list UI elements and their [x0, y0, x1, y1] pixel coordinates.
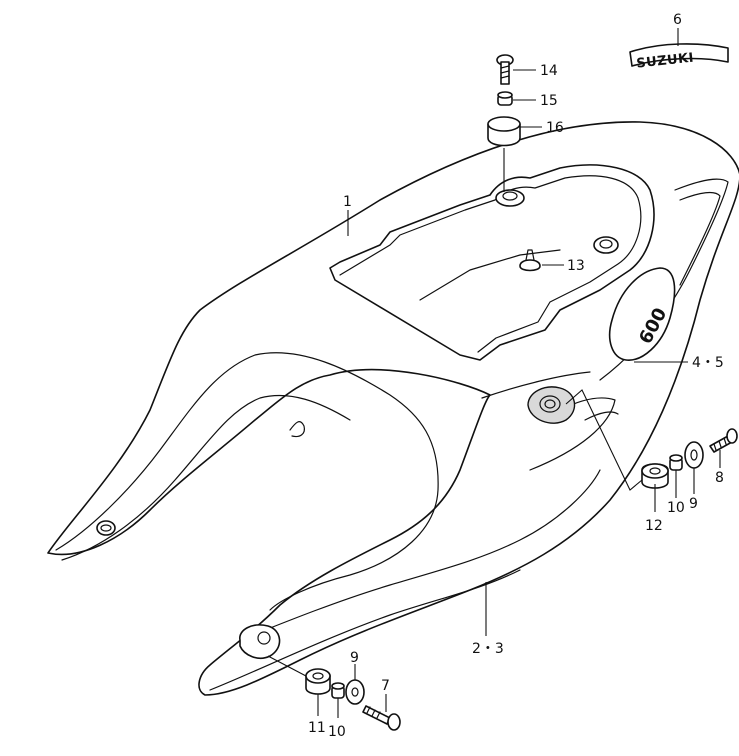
callout-1: 1 — [343, 194, 352, 210]
grommet-12 — [641, 463, 669, 489]
washer-9-right — [684, 441, 704, 469]
collar-10-right — [669, 454, 683, 471]
callout-10-right: 10 — [667, 500, 685, 516]
callout-labels: 1 14 15 16 13 6 4・5 2・3 12 10 9 8 9 7 11… — [308, 12, 724, 740]
callout-8: 8 — [715, 470, 724, 486]
suzuki-emblem: SUZUKI — [629, 43, 729, 72]
callout-16: 16 — [546, 120, 564, 136]
clip-13 — [519, 249, 541, 272]
cushion-16 — [487, 116, 521, 147]
leader-lines — [267, 28, 721, 718]
callout-15: 15 — [540, 93, 558, 109]
washer-9-bottom — [345, 679, 365, 705]
callout-7: 7 — [381, 678, 390, 694]
nut-15 — [497, 91, 513, 106]
callout-13: 13 — [567, 258, 585, 274]
callout-10-bottom: 10 — [328, 724, 346, 740]
suzuki-emblem-text: SUZUKI — [636, 51, 695, 72]
model-badge: 600 — [608, 267, 676, 361]
collar-10-bottom — [331, 682, 345, 699]
seat-tail-cowl: 600 — [47, 121, 739, 696]
callout-12: 12 — [645, 518, 663, 534]
screw-14 — [496, 54, 514, 85]
callout-9-bottom: 9 — [350, 650, 359, 666]
callout-6: 6 — [673, 12, 682, 28]
bolt-7 — [362, 705, 401, 731]
callout-11: 11 — [308, 720, 326, 736]
callout-14: 14 — [540, 63, 558, 79]
callout-9-right: 9 — [689, 496, 698, 512]
grommet-11 — [305, 668, 331, 695]
bolt-8 — [709, 428, 738, 453]
callout-2-3: 2・3 — [472, 641, 504, 657]
callout-4-5: 4・5 — [692, 355, 724, 371]
